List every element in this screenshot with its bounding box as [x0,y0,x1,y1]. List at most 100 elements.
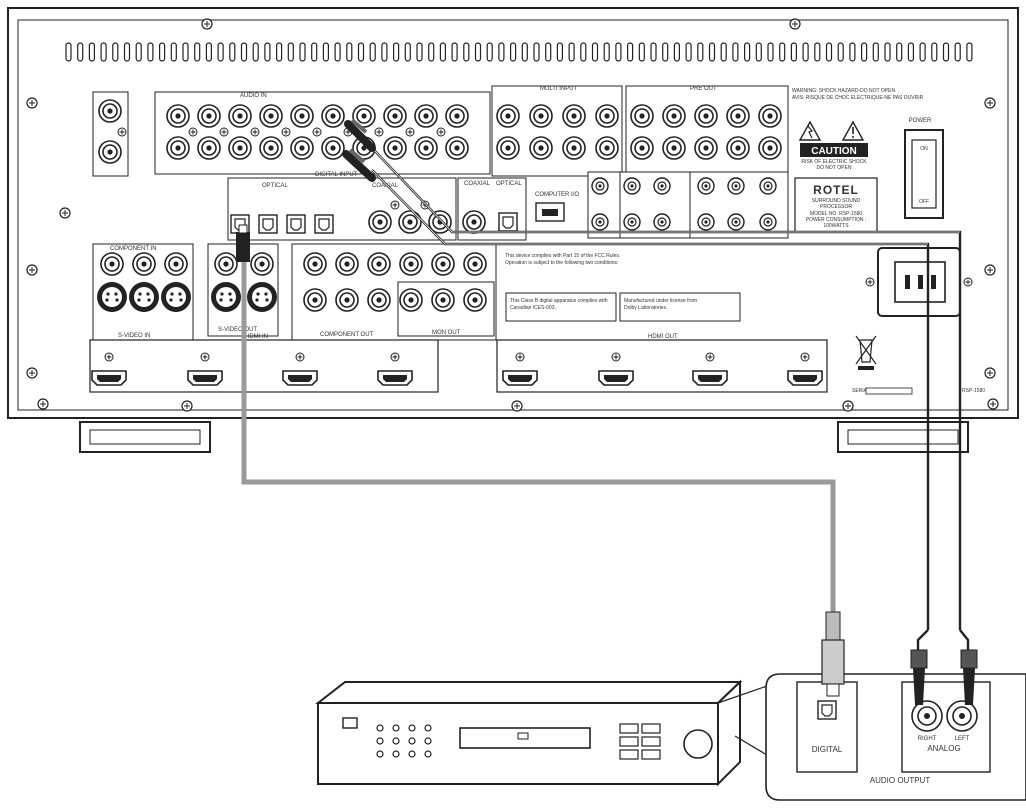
cd-rca-right[interactable] [911,700,943,732]
small-jack[interactable] [653,213,671,231]
component-out-jack[interactable] [303,288,327,312]
component-out-jack[interactable] [399,288,423,312]
cd-button[interactable] [424,724,432,732]
audio-input-jack[interactable] [414,136,438,160]
hdmi-in-2[interactable] [187,370,223,386]
hdmi-in-3[interactable] [282,370,318,386]
optical-output[interactable] [498,212,518,232]
component-out-jack[interactable] [431,288,455,312]
cd-button[interactable] [424,737,432,745]
audio-input-jack[interactable] [259,104,283,128]
cd-button[interactable] [376,737,384,745]
component-out-jack[interactable] [367,288,391,312]
small-jack[interactable] [727,177,745,195]
pre-out-jack[interactable] [662,136,686,160]
pre-out-jack[interactable] [694,104,718,128]
cd-button[interactable] [424,750,432,758]
hdmi-in-4[interactable] [377,370,413,386]
pre-out-jack[interactable] [630,104,654,128]
component-out-jack[interactable] [303,252,327,276]
pre-out-jack[interactable] [630,136,654,160]
cd-key[interactable] [641,723,661,734]
cd-key[interactable] [619,723,639,734]
small-jack[interactable] [727,213,745,231]
pre-out-jack[interactable] [694,136,718,160]
component-out-jack[interactable] [463,252,487,276]
audio-input-jack[interactable] [290,104,314,128]
multi-input-jack[interactable] [562,136,586,160]
power-switch[interactable]: POWER ON OFF [904,118,944,219]
multi-input-jack[interactable] [562,104,586,128]
cd-rca-left[interactable] [946,700,978,732]
hdmi-out-1[interactable] [502,370,538,386]
ac-power-inlet[interactable] [865,247,973,317]
hdmi-out-4[interactable] [787,370,823,386]
small-jack[interactable] [697,213,715,231]
cd-button[interactable] [408,737,416,745]
cd-button[interactable] [392,724,400,732]
optical-input-4[interactable] [314,214,334,234]
hdmi-out-3[interactable] [692,370,728,386]
audio-input-jack[interactable] [321,136,345,160]
audio-input-jack[interactable] [383,104,407,128]
component-out-jack[interactable] [335,252,359,276]
hdmi-in-1[interactable] [91,370,127,386]
cd-button[interactable] [392,750,400,758]
multi-input-jack[interactable] [595,136,619,160]
optical-input-2[interactable] [258,214,278,234]
optical-input-3[interactable] [286,214,306,234]
component-out-jack[interactable] [335,288,359,312]
multi-input-jack[interactable] [529,136,553,160]
component-out-jack[interactable] [463,288,487,312]
audio-input-jack[interactable] [259,136,283,160]
multi-input-jack[interactable] [496,136,520,160]
small-jack[interactable] [759,213,777,231]
audio-input-jack[interactable] [445,136,469,160]
small-jack[interactable] [591,177,609,195]
component-out-jack[interactable] [367,252,391,276]
cd-button[interactable] [392,737,400,745]
multi-input-jack[interactable] [595,104,619,128]
volume-knob[interactable] [683,729,713,759]
pre-out-jack[interactable] [758,104,782,128]
cd-key[interactable] [641,736,661,747]
coaxial-input-2[interactable] [398,210,422,234]
audio-input-jack[interactable] [197,104,221,128]
cd-optical-output[interactable] [817,700,837,720]
audio-input-jack[interactable] [197,136,221,160]
audio-input-jack[interactable] [414,104,438,128]
audio-input-jack[interactable] [290,136,314,160]
audio-input-jack[interactable] [383,136,407,160]
audio-input-jack[interactable] [445,104,469,128]
cd-key[interactable] [619,736,639,747]
coaxial-output[interactable] [462,210,486,234]
audio-input-jack[interactable] [166,136,190,160]
small-jack[interactable] [591,213,609,231]
audio-input-jack[interactable] [321,104,345,128]
small-jack[interactable] [623,177,641,195]
audio-input-jack[interactable] [166,104,190,128]
audio-input-jack[interactable] [228,136,252,160]
hdmi-out-2[interactable] [598,370,634,386]
cd-button[interactable] [376,750,384,758]
pre-out-jack[interactable] [726,136,750,160]
cd-button[interactable] [376,724,384,732]
small-jack[interactable] [653,177,671,195]
component-out-jack[interactable] [431,252,455,276]
multi-input-jack[interactable] [496,104,520,128]
computer-io-port[interactable]: COMPUTER I/O [535,192,579,222]
pre-out-jack[interactable] [662,104,686,128]
small-jack[interactable] [623,213,641,231]
pre-out-jack[interactable] [726,104,750,128]
multi-input-jack[interactable] [529,104,553,128]
cd-button[interactable] [408,724,416,732]
small-jack[interactable] [697,177,715,195]
cd-key[interactable] [619,749,639,760]
component-out-jack[interactable] [399,252,423,276]
cd-key[interactable] [641,749,661,760]
audio-input-jack[interactable] [228,104,252,128]
coaxial-input-1[interactable] [368,210,392,234]
small-jack[interactable] [759,177,777,195]
cd-button[interactable] [408,750,416,758]
pre-out-jack[interactable] [758,136,782,160]
